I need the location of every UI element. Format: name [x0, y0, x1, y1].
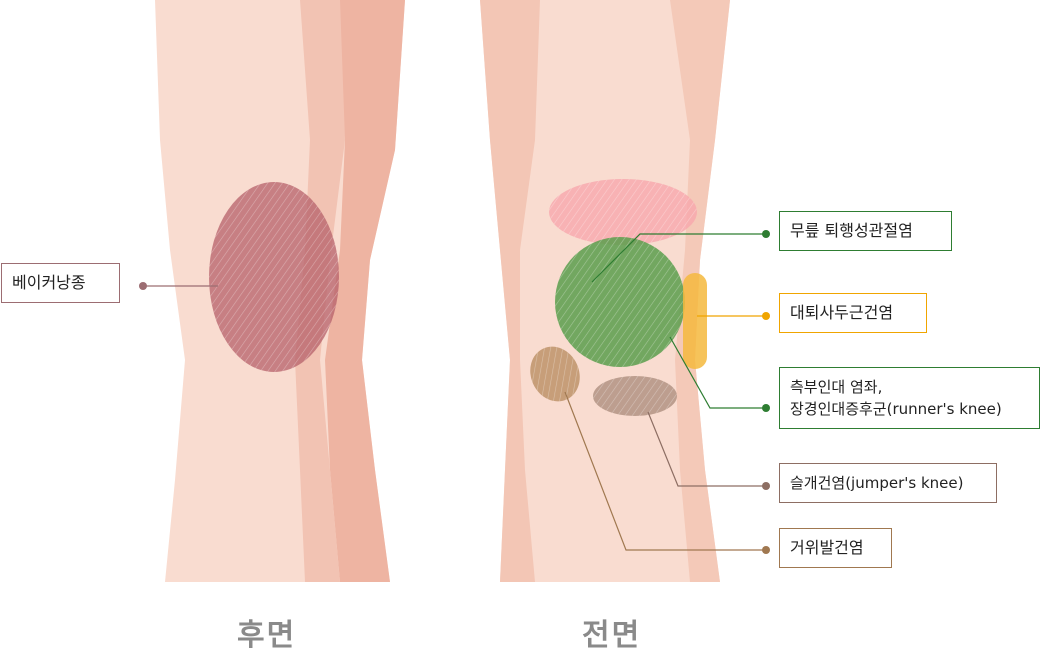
callout-pes-anserine-text: 거위발건염: [790, 538, 864, 557]
knee-oa-region: [555, 237, 685, 367]
patellar-tendinitis-region: [593, 376, 677, 416]
callout-patellar-tendinitis: 슬개건염(jumper's knee): [779, 463, 997, 503]
callout-quad-tendinitis: 대퇴사두근건염: [779, 293, 927, 333]
quad-tendinitis-region: [683, 273, 707, 369]
callout-baker-cyst-text: 베이커낭종: [12, 273, 86, 292]
baker-cyst-region: [209, 182, 339, 372]
callout-itbs: 측부인대 염좌, 장경인대증후군(runner's knee): [779, 367, 1040, 429]
callout-knee-oa-text: 무릎 퇴행성관절염: [790, 221, 913, 240]
callout-baker-cyst: 베이커낭종: [1, 263, 120, 303]
callout-patellar-tendinitis-text: 슬개건염(jumper's knee): [790, 474, 963, 492]
pink-region: [549, 179, 697, 245]
front-view-title: 전면: [582, 610, 641, 654]
callout-pes-anserine: 거위발건염: [779, 528, 892, 568]
callout-itbs-line1: 측부인대 염좌,: [790, 376, 1029, 398]
back-view-title: 후면: [237, 610, 296, 654]
callout-knee-oa: 무릎 퇴행성관절염: [779, 211, 952, 251]
callout-quad-tendinitis-text: 대퇴사두근건염: [790, 303, 893, 322]
callout-itbs-line2: 장경인대증후군(runner's knee): [790, 398, 1029, 420]
